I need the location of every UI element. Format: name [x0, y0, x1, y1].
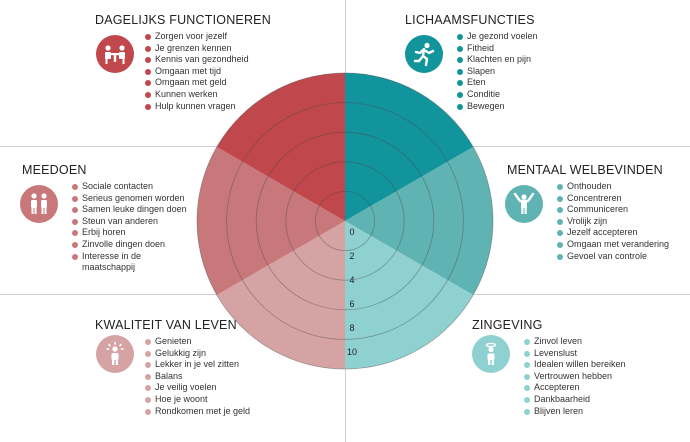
scale-tick-label: 6 — [349, 299, 354, 309]
list-item: Gelukkig zijn — [145, 348, 250, 360]
list-item: Zinvol leven — [524, 336, 626, 348]
domain-title: MENTAAL WELBEVINDEN — [507, 163, 663, 177]
list-item: Genieten — [145, 336, 250, 348]
list-item: Steun van anderen — [72, 216, 187, 228]
list-item: maatschappij — [82, 262, 136, 273]
list-item: Kennis van gezondheid — [145, 54, 249, 66]
list-item: Samen leuke dingen doen — [72, 204, 187, 216]
sector-zingeving — [345, 221, 474, 369]
list-item: Gevoel van controle — [557, 251, 669, 263]
domain-title: MEEDOEN — [22, 163, 87, 177]
list-item: Rondkomen met je geld — [145, 406, 250, 418]
table-people-icon — [96, 35, 134, 73]
list-item: Fitheid — [457, 43, 538, 55]
domain-title: DAGELIJKS FUNCTIONEREN — [95, 13, 271, 27]
list-item: Slapen — [457, 66, 538, 78]
cheering-person-icon — [505, 185, 543, 223]
domain-title: KWALITEIT VAN LEVEN — [95, 318, 237, 332]
scale-ring — [314, 190, 375, 251]
sector-meedoen — [197, 147, 345, 295]
person-halo-icon — [472, 335, 510, 373]
sector-lichaamsfuncties — [345, 73, 474, 221]
list-item: Onthouden — [557, 181, 669, 193]
list-item: Jezelf accepteren — [557, 227, 669, 239]
list-item: Blijven leren — [524, 406, 626, 418]
sector-kwaliteit-van-leven — [216, 221, 345, 369]
scale-ring — [255, 131, 435, 311]
list-item: Erbij horen — [72, 227, 187, 239]
domain-title: LICHAAMSFUNCTIES — [405, 13, 535, 27]
person-glow-icon — [96, 335, 134, 373]
list-item: Omgaan met verandering — [557, 239, 669, 251]
list-item: Bewegen — [457, 101, 538, 113]
list-item: Communiceren — [557, 204, 669, 216]
domain-title: ZINGEVING — [472, 318, 543, 332]
list-item: Hoe je woont — [145, 394, 250, 406]
domain-dagelijks-functioneren: DAGELIJKS FUNCTIONEREN — [95, 13, 271, 27]
list-item: Zorgen voor jezelf — [145, 31, 249, 43]
list-item: Zinvolle dingen doen — [72, 239, 187, 251]
list-item: Vertrouwen hebben — [524, 371, 626, 383]
sector-mentaal-welbevinden — [345, 147, 493, 295]
two-people-icon — [20, 185, 58, 223]
list-item: Hulp kunnen vragen — [145, 101, 249, 113]
list-item: Je veilig voelen — [145, 382, 250, 394]
domain-mentaal-welbevinden: MENTAAL WELBEVINDEN — [507, 163, 663, 177]
list-item: Dankbaarheid — [524, 394, 626, 406]
domain-kwaliteit-van-leven: KWALITEIT VAN LEVEN — [95, 318, 237, 332]
list-item: Kunnen werken — [145, 89, 249, 101]
scale-ring — [196, 72, 494, 370]
list-item: Omgaan met geld — [145, 77, 249, 89]
scale-ring — [285, 161, 405, 281]
list-item: Je gezond voelen — [457, 31, 538, 43]
list-item: Lekker in je vel zitten — [145, 359, 250, 371]
list-item: Je grenzen kennen — [145, 43, 249, 55]
list-item: Concentreren — [557, 193, 669, 205]
domain-zingeving: ZINGEVING — [472, 318, 543, 332]
list-item: Omgaan met tijd — [145, 66, 249, 78]
list-item: Serieus genomen worden — [72, 193, 187, 205]
list-item: Accepteren — [524, 382, 626, 394]
domain-lichaamsfuncties: LICHAAMSFUNCTIES — [405, 13, 535, 27]
list-item: Vrolijk zijn — [557, 216, 669, 228]
scale-tick-label: 0 — [349, 227, 354, 237]
list-item: Klachten en pijn — [457, 54, 538, 66]
list-item: Sociale contacten — [72, 181, 187, 193]
scale-tick-label: 8 — [349, 323, 354, 333]
running-person-icon — [405, 35, 443, 73]
scale-tick-label: 2 — [349, 251, 354, 261]
list-item: Idealen willen bereiken — [524, 359, 626, 371]
sector-dagelijks-functioneren — [216, 73, 345, 221]
list-item: Conditie — [457, 89, 538, 101]
domain-meedoen: MEEDOEN — [22, 163, 87, 177]
scale-ring — [226, 102, 464, 340]
list-item: Interesse in de — [72, 251, 187, 263]
list-item: Levenslust — [524, 348, 626, 360]
list-item: Eten — [457, 77, 538, 89]
scale-tick-label: 4 — [349, 275, 354, 285]
scale-tick-label: 10 — [347, 347, 357, 357]
list-item: Balans — [145, 371, 250, 383]
